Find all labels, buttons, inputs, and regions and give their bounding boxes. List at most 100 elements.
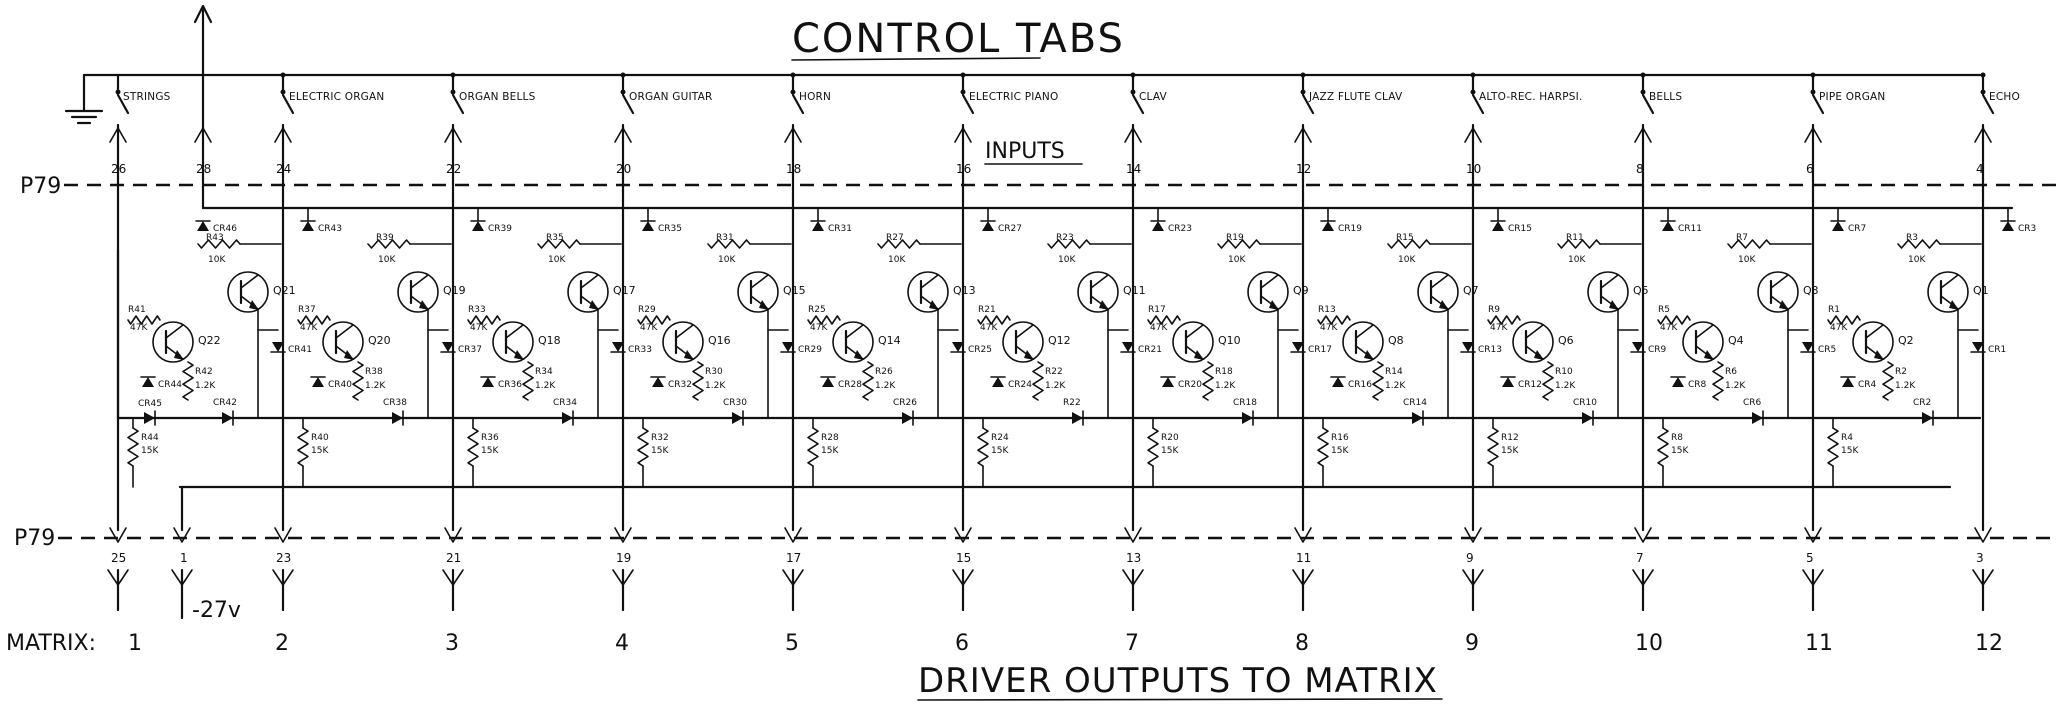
output-pin-number: 17 [786,551,801,565]
resistor-value: 1.2K [365,381,386,391]
input-pin-number: 8 [1636,162,1644,176]
matrix-number: 4 [615,631,629,656]
tab-label: HORN [799,91,831,103]
resistor-icon [977,315,1011,325]
diode-label: CR21 [1138,345,1162,355]
switch-icon [791,93,805,115]
resistor-value: 47K [980,323,998,333]
diode-label: CR39 [488,224,512,234]
switch-icon [1811,93,1825,115]
transistor-label: Q18 [538,334,561,347]
resistor-icon [1712,361,1724,401]
diode-label: CR16 [1348,380,1372,390]
input-arrow-icon [954,127,972,143]
diode-icon [1412,412,1423,424]
transistor-label: Q16 [708,334,731,347]
diode-icon [562,412,573,424]
diode-label: CR46 [213,224,237,234]
diode-icon [1152,221,1164,231]
diode-label: CR38 [383,398,407,408]
switch-icon [281,93,295,115]
transistor-icon [1927,271,1969,313]
diode-icon [1922,412,1933,424]
resistor-value: 15K [141,446,159,456]
output-arrow-icon [1974,527,1992,543]
resistor-value: 15K [311,446,329,456]
resistor-label: R41 [128,305,146,315]
output-arrow-icon [109,527,127,543]
resistor-value: 1.2K [875,381,896,391]
input-pin-number: 12 [1296,162,1311,176]
transistor-label: Q8 [1388,334,1404,347]
resistor-icon [692,361,704,401]
driver-channel: JAZZ FLUTE CLAV12118CR19R1910KQ9CR17R174… [1147,72,1403,656]
input-arrow-icon [1974,127,1992,143]
diode-icon [482,377,494,387]
resistor-label: R8 [1671,433,1683,443]
resistor-icon [1897,239,1941,249]
matrix-arrow-icon [442,569,464,586]
diode-label: CR28 [838,380,862,390]
diode-icon [1072,412,1083,424]
switch-icon [621,93,635,115]
resistor-icon [1372,361,1384,401]
diode-label: CR29 [798,345,822,355]
transistor-label: Q13 [953,284,976,297]
diode-label: CR3 [2018,224,2036,234]
output-pin-number: 23 [276,551,291,565]
resistor-icon [1387,239,1431,249]
output-arrow-icon [614,527,632,543]
driver-channels: ELECTRIC ORGAN24232CR43R4310KQ21CR41R414… [127,72,2036,656]
transistor-icon [832,321,874,363]
resistor-label: R24 [991,433,1009,443]
resistor-icon [1317,315,1351,325]
resistor-icon [1727,239,1771,249]
resistor-icon [297,315,331,325]
input-arrow-icon [614,127,632,143]
transistor-label: Q9 [1293,284,1309,297]
diode-icon [812,221,824,231]
pin-strings-out: 25 [111,551,126,565]
diode-icon [822,377,834,387]
diode-label: CR37 [458,345,482,355]
transistor-icon [1757,271,1799,313]
diode-icon [652,377,664,387]
resistor-value: 10K [888,255,906,265]
matrix-number: 2 [275,631,289,656]
matrix-arrow-icon [1122,569,1144,586]
input-arrow-icon [784,127,802,143]
output-pin-number: 13 [1126,551,1141,565]
driver-channel: ORGAN BELLS22213CR39R3910KQ19CR37R3747KQ… [297,72,535,656]
resistor-label: R43 [206,233,224,243]
diode-icon [902,412,913,424]
resistor-label: R27 [886,233,904,243]
resistor-value: 15K [481,446,499,456]
resistor-icon [467,427,479,467]
resistor-label: R28 [821,433,839,443]
diode-icon [144,412,155,424]
resistor-icon [807,427,819,467]
resistor-value: 47K [1660,323,1678,333]
resistor-label: R30 [705,367,723,377]
resistor-label: R31 [716,233,734,243]
diode-label: CR45 [138,399,162,409]
resistor-value: 1.2K [1725,381,1746,391]
diode-icon [1122,342,1134,352]
pin-supply-bottom: 1 [180,551,188,565]
resistor-value: 10K [1568,255,1586,265]
input-arrow-icon [1634,127,1652,143]
driver-channel: PIPE ORGAN6511CR7R710KQ3CR5R547KQ4R61.2K… [1657,72,1885,656]
resistor-value: 47K [470,323,488,333]
resistor-label: R4 [1841,433,1853,443]
diode-label: CR12 [1518,380,1542,390]
diode-label: CR36 [498,380,522,390]
diode-label: CR2 [1913,398,1931,408]
diode-label: CR41 [288,345,312,355]
resistor-icon [537,239,581,249]
resistor-icon [707,239,751,249]
resistor-label: R13 [1318,305,1336,315]
output-arrow-icon [954,527,972,543]
resistor-label: R7 [1736,233,1748,243]
resistor-icon [1657,315,1691,325]
